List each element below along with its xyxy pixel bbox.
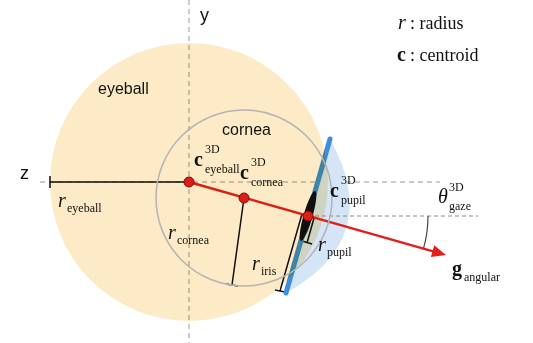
gaze-arrowhead (431, 245, 446, 257)
subscript: eyeball (205, 163, 240, 175)
centroid-symbol: c (194, 149, 203, 169)
region-label: eyeball (98, 81, 149, 97)
subscript: gaze (449, 200, 471, 212)
cornea-circle-outline (156, 110, 332, 286)
axis-label: y (200, 6, 209, 24)
angle-symbol: θ (438, 186, 448, 206)
subscript: cornea (177, 234, 209, 246)
legend-text: : radius (410, 14, 464, 32)
radius-symbol: r (318, 234, 326, 254)
legend-symbol: c (397, 44, 406, 64)
subscript: pupil (327, 246, 352, 258)
superscript: 3D (341, 174, 356, 186)
eyeball-circle: eyeball cornea (50, 43, 328, 321)
subscript: eyeball (67, 202, 102, 214)
gaze-reference-line (308, 216, 478, 217)
subscript: pupil (341, 194, 366, 206)
centroid-symbol: c (330, 180, 339, 200)
centroid-symbol: c (240, 162, 249, 182)
axis-label: z (20, 164, 29, 182)
subscript: cornea (251, 176, 283, 188)
eyeball-circle-shape (50, 43, 328, 321)
superscript: 3D (449, 181, 464, 193)
radius-symbol: r (252, 253, 260, 273)
radius-symbol: r (58, 190, 66, 210)
vector-symbol: g (452, 258, 462, 278)
superscript: 3D (205, 143, 220, 155)
superscript: 3D (251, 156, 266, 168)
region-label: cornea (222, 122, 271, 138)
gaze-angle-arc (423, 216, 428, 249)
legend-symbol: r (398, 12, 406, 32)
legend-text: : centroid (410, 46, 478, 64)
radius-symbol: r (168, 222, 176, 242)
cornea-circle: cornea (156, 110, 332, 286)
eyeball-circle-outline (50, 43, 328, 321)
subscript: iris (261, 265, 276, 277)
subscript: angular (464, 271, 500, 283)
